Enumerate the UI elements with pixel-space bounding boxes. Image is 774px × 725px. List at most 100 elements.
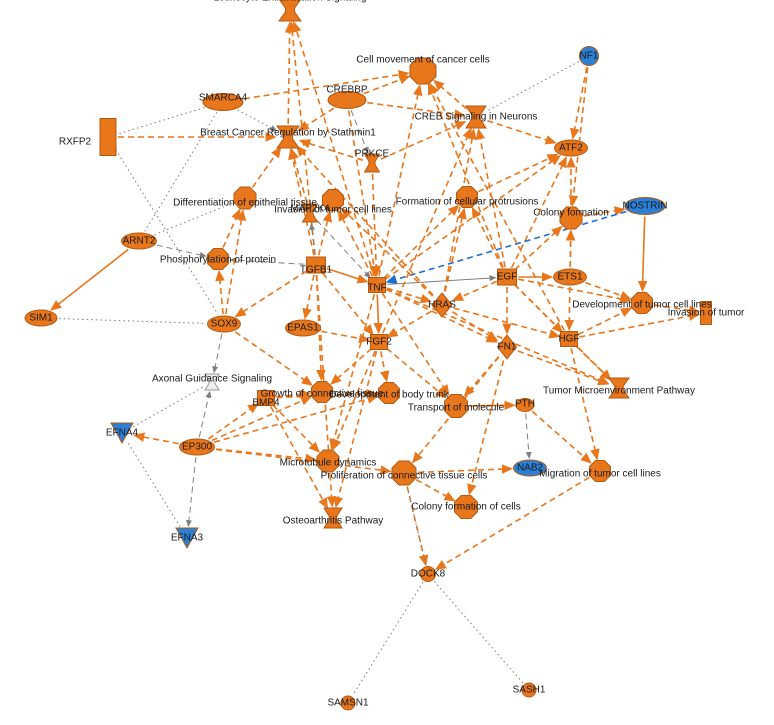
node-tgfb1[interactable] bbox=[306, 256, 326, 274]
edge[interactable] bbox=[475, 128, 506, 268]
edge[interactable] bbox=[443, 128, 477, 292]
edge[interactable] bbox=[570, 348, 600, 461]
edge[interactable] bbox=[292, 20, 375, 277]
node-nab2[interactable] bbox=[513, 459, 547, 477]
edge[interactable] bbox=[321, 330, 371, 344]
edge[interactable] bbox=[525, 413, 532, 459]
edge[interactable] bbox=[298, 139, 364, 161]
edge[interactable] bbox=[222, 208, 241, 248]
node-creb_signaling[interactable] bbox=[465, 105, 487, 129]
edge[interactable] bbox=[332, 350, 376, 451]
edge[interactable] bbox=[384, 154, 562, 280]
edge[interactable] bbox=[215, 448, 392, 475]
edge[interactable] bbox=[444, 207, 467, 292]
edge[interactable] bbox=[453, 307, 561, 339]
edge[interactable] bbox=[383, 204, 460, 279]
node-invasion_of_tumor[interactable] bbox=[700, 301, 712, 325]
edge[interactable] bbox=[326, 267, 369, 284]
edge[interactable] bbox=[373, 294, 384, 335]
node-leukocyte_extravasation[interactable] bbox=[278, 0, 302, 22]
node-development_tumor_cell_lines[interactable] bbox=[631, 292, 653, 314]
edge[interactable] bbox=[207, 402, 260, 440]
edge[interactable] bbox=[517, 350, 610, 386]
edge[interactable] bbox=[133, 432, 179, 445]
edge[interactable] bbox=[518, 278, 632, 304]
node-bmp4[interactable] bbox=[257, 390, 275, 406]
edge[interactable] bbox=[185, 456, 197, 528]
edge[interactable] bbox=[367, 101, 466, 119]
node-migration_tumor_cell_lines[interactable] bbox=[589, 460, 611, 482]
edge[interactable] bbox=[322, 272, 374, 336]
edge[interactable] bbox=[50, 248, 129, 311]
node-fgf2[interactable] bbox=[370, 334, 388, 350]
edge[interactable] bbox=[350, 110, 369, 154]
node-osteoarthritis[interactable] bbox=[323, 507, 343, 529]
edge[interactable] bbox=[417, 464, 514, 474]
edge[interactable] bbox=[330, 347, 373, 385]
edge[interactable] bbox=[380, 351, 390, 383]
node-colony_formation[interactable] bbox=[559, 206, 583, 230]
edge[interactable] bbox=[295, 145, 434, 296]
edge[interactable] bbox=[451, 280, 498, 301]
node-rxfp2[interactable] bbox=[99, 118, 117, 156]
edge[interactable] bbox=[570, 67, 588, 140]
node-smarca4[interactable] bbox=[202, 93, 244, 111]
node-hras[interactable] bbox=[431, 292, 453, 318]
edge[interactable] bbox=[381, 292, 450, 397]
edge[interactable] bbox=[637, 216, 648, 293]
edge[interactable] bbox=[583, 206, 626, 217]
edge[interactable] bbox=[433, 580, 524, 684]
edge[interactable] bbox=[568, 67, 589, 207]
edge[interactable] bbox=[237, 109, 278, 132]
edge[interactable] bbox=[585, 281, 632, 301]
edge[interactable] bbox=[477, 153, 559, 193]
edge[interactable] bbox=[224, 209, 247, 315]
edge[interactable] bbox=[337, 209, 374, 277]
edge[interactable] bbox=[434, 476, 590, 570]
node-development_body_trunk[interactable] bbox=[378, 382, 400, 404]
node-phosphorylation_protein[interactable] bbox=[207, 248, 229, 270]
node-formation_protrusions[interactable] bbox=[456, 186, 478, 208]
edge[interactable] bbox=[340, 207, 434, 297]
node-growth_connective_tissue[interactable] bbox=[311, 381, 333, 403]
edge[interactable] bbox=[352, 581, 424, 696]
edge[interactable] bbox=[289, 147, 308, 203]
node-proliferation_connective[interactable] bbox=[391, 460, 417, 486]
edge[interactable] bbox=[156, 244, 207, 258]
edge[interactable] bbox=[216, 448, 317, 464]
edge[interactable] bbox=[144, 111, 218, 232]
edge[interactable] bbox=[382, 127, 472, 334]
node-transport_molecule[interactable] bbox=[444, 394, 468, 418]
edge[interactable] bbox=[234, 270, 308, 318]
node-fn1[interactable] bbox=[496, 334, 518, 360]
edge[interactable] bbox=[433, 79, 468, 110]
edge[interactable] bbox=[229, 257, 305, 265]
node-colony_formation_cells[interactable] bbox=[454, 495, 478, 519]
node-dock8[interactable] bbox=[420, 566, 436, 582]
edge[interactable] bbox=[333, 350, 378, 509]
edge[interactable] bbox=[309, 222, 316, 256]
node-map2k4[interactable] bbox=[301, 203, 319, 223]
edge[interactable] bbox=[380, 121, 467, 160]
edge[interactable] bbox=[317, 210, 333, 256]
edge[interactable] bbox=[415, 478, 456, 502]
edge[interactable] bbox=[132, 386, 205, 428]
node-crebbp[interactable] bbox=[327, 91, 367, 109]
edge[interactable] bbox=[127, 443, 182, 528]
edge[interactable] bbox=[288, 148, 315, 256]
edge[interactable] bbox=[467, 360, 505, 496]
edge[interactable] bbox=[386, 310, 432, 338]
edge[interactable] bbox=[411, 356, 500, 464]
edge[interactable] bbox=[302, 274, 315, 320]
node-nostrin[interactable] bbox=[624, 197, 666, 215]
node-epas1[interactable] bbox=[285, 319, 321, 337]
edge[interactable] bbox=[378, 84, 423, 276]
node-ep300[interactable] bbox=[179, 438, 215, 456]
edge[interactable] bbox=[514, 283, 612, 381]
edge[interactable] bbox=[243, 70, 410, 100]
edge[interactable] bbox=[510, 156, 567, 269]
edge[interactable] bbox=[531, 410, 592, 464]
edge[interactable] bbox=[212, 333, 223, 374]
edge[interactable] bbox=[287, 21, 316, 256]
edge[interactable] bbox=[514, 225, 563, 271]
